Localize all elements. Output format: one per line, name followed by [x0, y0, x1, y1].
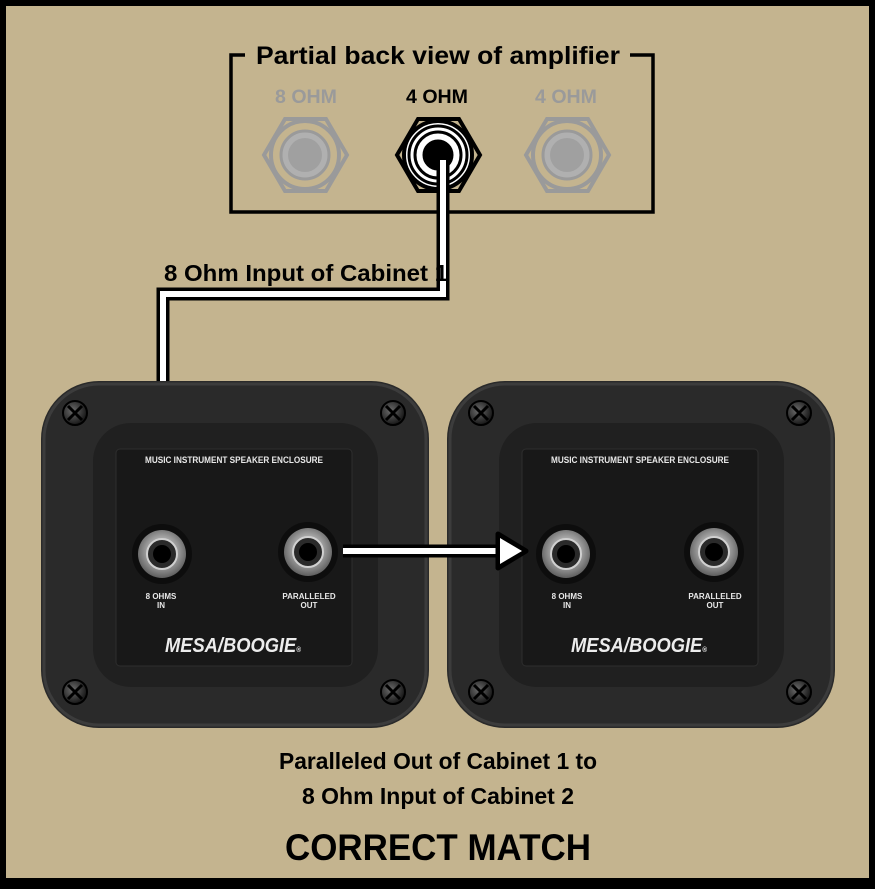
amp-jack-8ohm[interactable] [261, 117, 350, 193]
amp-jack-label-8ohm: 8 OHM [275, 87, 337, 108]
cabinet-2-jack-plate [447, 381, 835, 728]
cabinet-1-output-label-line2: OUT [301, 601, 318, 610]
cabinet-2-brand-logo: MESA/BOOGIE® [571, 635, 708, 657]
cabinet-1-jack-plate [41, 381, 429, 728]
cabinet-1-paralleled-out-jack[interactable] [278, 522, 338, 582]
screw-icon [62, 679, 88, 705]
caption-line-2: 8 Ohm Input of Cabinet 2 [302, 783, 574, 809]
amp-jack-4ohm-unused[interactable] [523, 117, 612, 193]
cabinet-2-panel-title: MUSIC INSTRUMENT SPEAKER ENCLOSURE [551, 455, 729, 466]
cabinet-2-input-label-line2: IN [563, 601, 571, 610]
cabinet-1-output-label-line1: PARALLELED [282, 592, 335, 601]
screw-icon [468, 679, 494, 705]
cabinet-1-panel-title: MUSIC INSTRUMENT SPEAKER ENCLOSURE [145, 455, 323, 466]
screw-icon [786, 679, 812, 705]
result-heading: CORRECT MATCH [285, 827, 591, 868]
connection-label-cabinet1-input: 8 Ohm Input of Cabinet 1 [164, 260, 448, 286]
amp-jack-4ohm-active[interactable] [394, 117, 483, 193]
cabinet-2-paralleled-out-jack[interactable] [684, 522, 744, 582]
caption-line-1: Paralleled Out of Cabinet 1 to [279, 748, 597, 774]
cabinet-2-output-label-line1: PARALLELED [688, 592, 741, 601]
cabinet-2-input-label-line1: 8 OHMS [552, 592, 583, 601]
cabinet-2-output-label-line2: OUT [707, 601, 724, 610]
screw-icon [380, 400, 406, 426]
cabinet-2-input-jack[interactable] [536, 524, 596, 584]
cable-cabinet1-to-cabinet2 [343, 531, 529, 571]
amplifier-title: Partial back view of amplifier [256, 42, 620, 70]
amp-jack-label-4ohm: 4 OHM [535, 87, 597, 108]
cabinet-1-input-label-line1: 8 OHMS [146, 592, 177, 601]
cabinet-1-input-label-line2: IN [157, 601, 165, 610]
screw-icon [786, 400, 812, 426]
screw-icon [62, 400, 88, 426]
cabinet-1-brand-logo: MESA/BOOGIE® [165, 635, 302, 657]
screw-icon [468, 400, 494, 426]
amp-jack-label-4ohm-active: 4 OHM [406, 87, 468, 108]
cabinet-1-input-jack[interactable] [132, 524, 192, 584]
screw-icon [380, 679, 406, 705]
